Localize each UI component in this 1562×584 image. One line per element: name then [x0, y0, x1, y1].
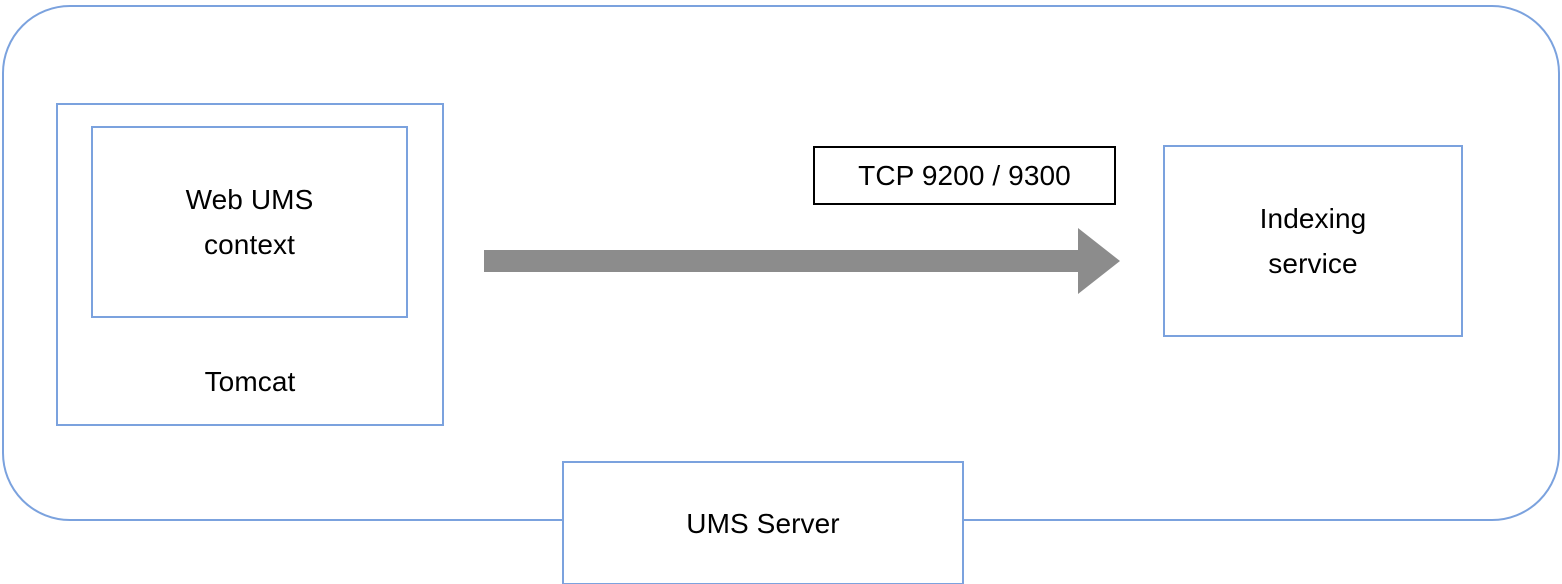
web-ums-context-box[interactable]: Web UMS context	[91, 126, 408, 318]
indexing-service-label: Indexing service	[1259, 203, 1367, 279]
web-ums-context-label: Web UMS context	[185, 184, 314, 260]
ums-server-label: UMS Server	[686, 507, 840, 539]
tcp-port-label: TCP 9200 / 9300	[858, 159, 1071, 191]
tcp-port-label-box: TCP 9200 / 9300	[813, 146, 1116, 205]
ums-server-box[interactable]: UMS Server	[562, 461, 964, 584]
indexing-service-box[interactable]: Indexing service	[1163, 145, 1463, 337]
tomcat-label: Tomcat	[204, 366, 296, 397]
connection-arrow-icon	[484, 228, 1120, 294]
